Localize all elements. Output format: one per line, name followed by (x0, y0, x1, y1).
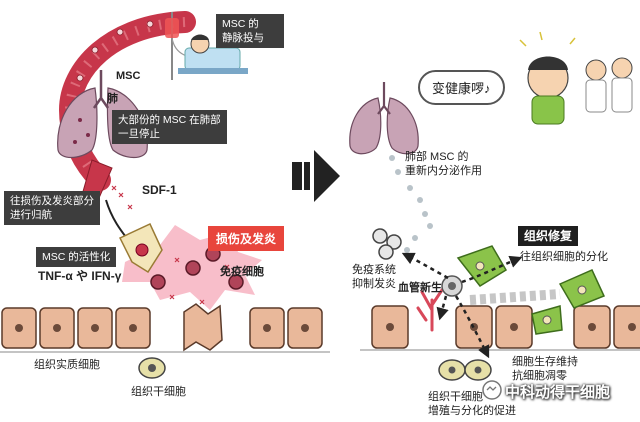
msc-cells-in-stream (76, 20, 154, 82)
label-repair: 组织修复 (518, 226, 579, 246)
right-lung (349, 82, 419, 155)
happy-people-illustration (519, 31, 633, 125)
right-tissue (371, 305, 640, 349)
label-survival: 细胞生存维持抗细胞凋零 (512, 356, 578, 382)
label-lung-secretion: 肺部 MSC 的重新内分泌作用 (405, 151, 482, 177)
immune-cell-cluster (372, 228, 402, 260)
label-stem-promote: 组织干细胞增殖与分化的促进 (428, 391, 516, 417)
transition-arrow (292, 150, 340, 202)
new-blood-vessel (416, 288, 444, 332)
label-immune-suppress: 免疫系统抑制发炎 (352, 264, 396, 290)
iv-drip-illustration (165, 12, 248, 80)
paracrine-band (469, 289, 561, 305)
label-lung: 肺 (107, 93, 118, 105)
label-msc-activation: MSC 的活性化 (36, 247, 117, 267)
label-differentiation: 往组织细胞的分化 (520, 251, 608, 263)
label-angiogenesis: 血管新生 (398, 282, 442, 294)
sdf1-markers (111, 185, 133, 210)
label-homing: 往损伤及发炎部分进行归航 (4, 191, 100, 225)
label-injury: 损伤及发炎 (208, 226, 285, 251)
label-lung-note: 大部份的 MSC 在肺部一旦停止 (112, 110, 227, 144)
action-arrows (401, 252, 523, 359)
label-msc: MSC (116, 70, 141, 82)
label-parenchymal: 组织实质细胞 (34, 359, 100, 371)
label-immune-cell: 免疫细胞 (220, 266, 264, 278)
secretion-trail (389, 155, 433, 253)
speech-bubble: 变健康啰♪ (418, 70, 505, 105)
watermark-badge-icon (482, 380, 502, 400)
label-sdf1: SDF-1 (142, 183, 177, 197)
watermark-text: 中科动得干细胞 (505, 384, 611, 401)
left-tissue-nuclei (15, 324, 309, 332)
label-cytokines: TNF-α や IFN-γ (38, 269, 122, 283)
label-msc-iv: MSC 的静脉投与 (216, 14, 284, 48)
cytokine-marks (169, 257, 230, 305)
left-tissue (1, 303, 323, 352)
msc-bloodstream (58, 11, 196, 191)
label-stem-cell: 组织干细胞 (131, 386, 186, 398)
proliferating-stem-cells (438, 359, 492, 381)
